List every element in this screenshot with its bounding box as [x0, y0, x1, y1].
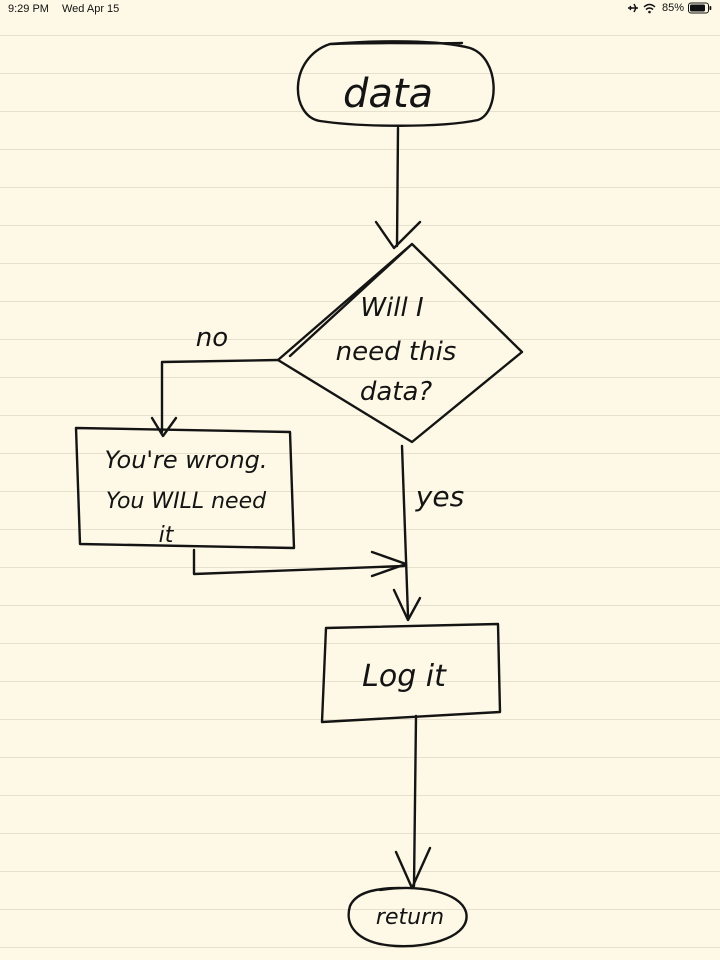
decision-line-2: need this — [336, 337, 457, 367]
status-date: Wed Apr 15 — [62, 3, 120, 15]
start-node: data — [296, 40, 495, 127]
decision-line-3: data? — [360, 377, 433, 407]
log-label: Log it — [362, 659, 447, 694]
connector-no-branch: no — [150, 323, 280, 438]
start-label: data — [343, 71, 433, 117]
status-time: 9:29 PM — [8, 3, 49, 15]
log-node: Log it — [320, 622, 502, 724]
decision-node: Will I need this data? — [276, 242, 524, 444]
connector-log-to-return — [394, 714, 432, 890]
yes-label: yes — [415, 480, 464, 513]
wifi-icon — [643, 3, 656, 14]
wrong-line-1: You're wrong. — [104, 446, 267, 474]
wrong-line-2: You WILL need — [106, 489, 267, 514]
decision-line-1: Will I — [360, 293, 423, 323]
end-node: return — [347, 886, 468, 948]
battery-icon — [688, 2, 712, 14]
wrong-line-3: it — [159, 523, 175, 548]
connector-wrong-to-merge — [192, 548, 408, 578]
no-label: no — [196, 323, 228, 353]
status-bar: 9:29 PM Wed Apr 15 85% — [0, 0, 720, 20]
airplane-mode-icon — [627, 2, 639, 14]
end-label: return — [376, 905, 444, 930]
status-icons: 85% — [627, 2, 712, 14]
battery-percent: 85% — [661, 2, 684, 14]
connector-yes-branch: yes — [392, 444, 464, 622]
connector-start-to-decision — [374, 126, 422, 250]
wrong-node: You're wrong. You WILL need it — [74, 426, 296, 550]
